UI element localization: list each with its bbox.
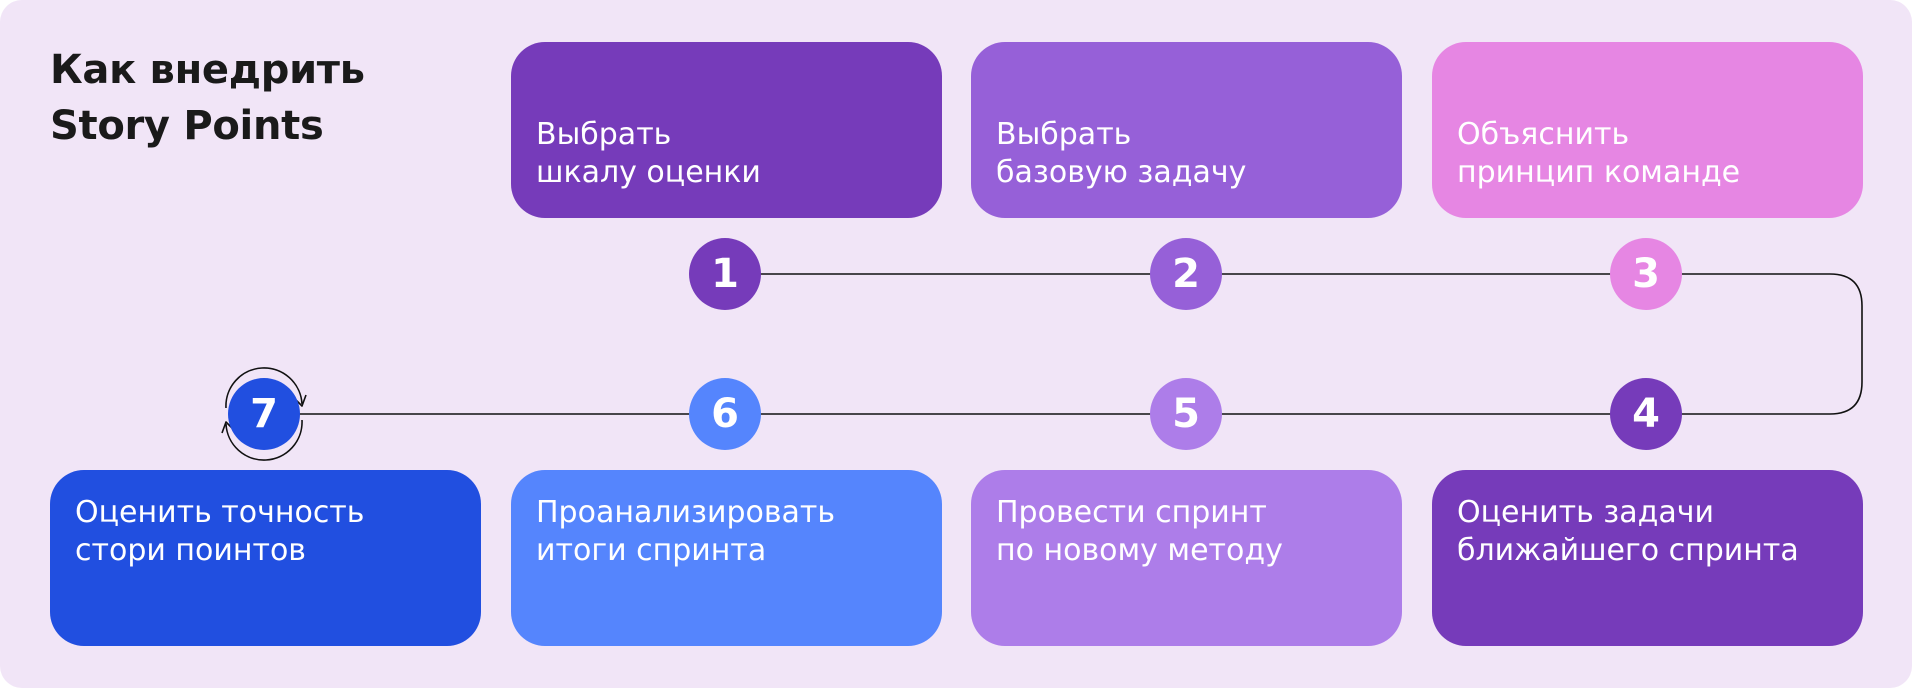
title-line-2: Story Points: [50, 103, 324, 149]
step-5-text-line-2: по новому методу: [996, 533, 1283, 568]
step-3-text-line-2: принцип команде: [1457, 155, 1741, 190]
step-4-text-line-1: Оценить задачи: [1457, 495, 1714, 530]
step-card-3: Объяснить принцип команде: [1432, 42, 1863, 218]
step-card-5: Провести спринт по новому методу: [971, 470, 1402, 646]
step-1-text-line-2: шкалу оценки: [536, 155, 761, 190]
step-marker-6: 6: [689, 378, 761, 450]
step-2-text-line-2: базовую задачу: [996, 155, 1247, 190]
step-1-text-line-1: Выбрать: [536, 117, 672, 152]
step-marker-2: 2: [1150, 238, 1222, 310]
step-marker-4: 4: [1610, 378, 1682, 450]
step-7-text-line-1: Оценить точность: [75, 495, 365, 530]
step-6-text-line-2: итоги спринта: [536, 533, 767, 568]
step-2-text-line-1: Выбрать: [996, 117, 1132, 152]
step-4-text-line-2: ближайшего спринта: [1457, 533, 1799, 568]
step-7-text-line-2: стори поинтов: [75, 533, 306, 568]
step-5-text-line-1: Провести спринт: [996, 495, 1267, 530]
step-marker-7: 7: [228, 378, 300, 450]
step-card-4: Оценить задачи ближайшего спринта: [1432, 470, 1863, 646]
step-card-2: Выбрать базовую задачу: [971, 42, 1402, 218]
step-marker-3: 3: [1610, 238, 1682, 310]
step-card-6: Проанализировать итоги спринта: [511, 470, 942, 646]
step-6-text-line-1: Проанализировать: [536, 495, 836, 530]
step-card-1: Выбрать шкалу оценки: [511, 42, 942, 218]
step-marker-5: 5: [1150, 378, 1222, 450]
step-card-7: Оценить точность стори поинтов: [50, 470, 481, 646]
diagram-title: Как внедрить Story Points: [50, 42, 365, 154]
title-line-1: Как внедрить: [50, 47, 365, 93]
step-3-text-line-1: Объяснить: [1457, 117, 1630, 152]
step-marker-1: 1: [689, 238, 761, 310]
